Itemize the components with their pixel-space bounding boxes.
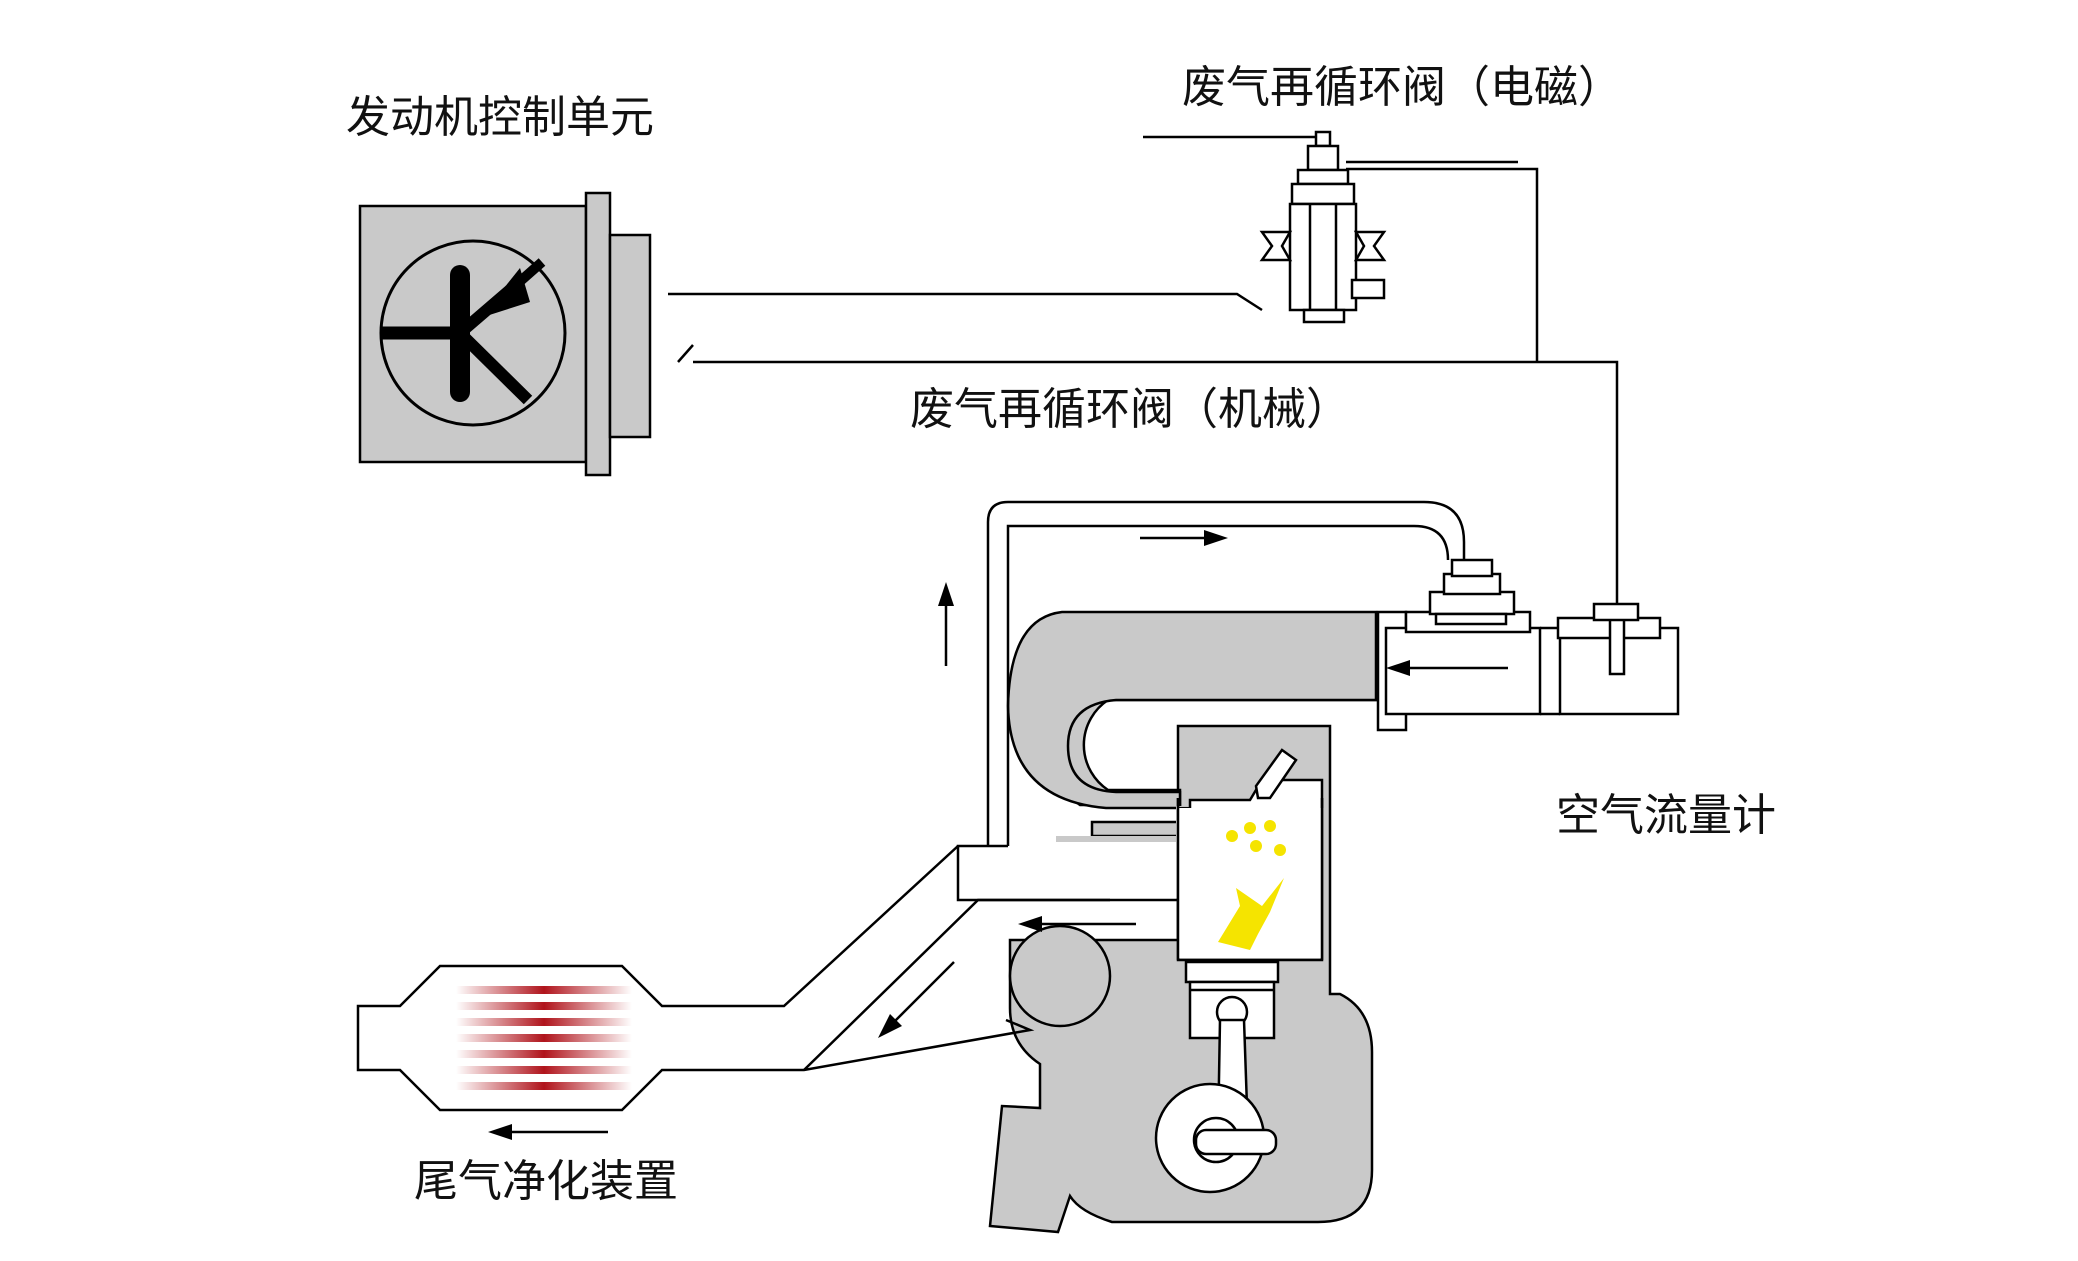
egr-return-pipe bbox=[986, 500, 1466, 846]
arrow-icon bbox=[938, 582, 954, 666]
air-flow-meter-label: 空气流量计 bbox=[1556, 790, 1776, 841]
egr-mechanical-label: 废气再循环阀（机械） bbox=[910, 384, 1350, 435]
arrow-icon bbox=[1140, 530, 1228, 546]
fuel-injector bbox=[1254, 748, 1298, 800]
egr-solenoid-label: 废气再循环阀（电磁） bbox=[1182, 62, 1622, 113]
exhaust-manifold bbox=[1008, 924, 1112, 1028]
ecu-label: 发动机控制单元 bbox=[346, 92, 654, 143]
catalytic-converter bbox=[356, 964, 668, 1112]
intake-pipe bbox=[1376, 558, 1680, 732]
exhaust-purifier-label: 尾气净化装置 bbox=[414, 1156, 678, 1207]
arrow-icon bbox=[488, 1124, 608, 1140]
arrow-icon bbox=[878, 961, 955, 1038]
spark-icon bbox=[1218, 878, 1284, 950]
flow-arrows bbox=[488, 530, 1508, 1140]
egr-solenoid-valve bbox=[1259, 130, 1387, 324]
transistor-icon bbox=[379, 239, 567, 427]
exhaust-pipe bbox=[668, 844, 1180, 1072]
engine-control-unit bbox=[358, 191, 652, 477]
intake-manifold bbox=[1006, 610, 1378, 842]
arrow-icon bbox=[1386, 660, 1508, 676]
arrow-icon bbox=[1018, 916, 1136, 932]
fuel-spray bbox=[1226, 820, 1286, 856]
control-wires bbox=[668, 135, 1619, 618]
crankshaft bbox=[1154, 1018, 1278, 1194]
